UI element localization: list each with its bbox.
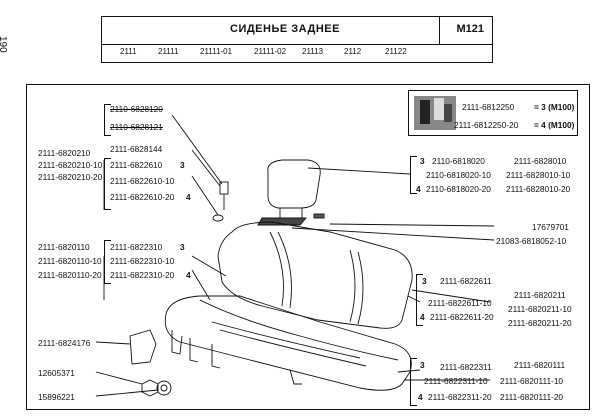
seat-cushion bbox=[164, 295, 412, 391]
label-2111-6820210-20: 2111-6820210-20 bbox=[38, 172, 103, 182]
label-17679701: 17679701 bbox=[532, 222, 569, 232]
label-2111-6820111-10: 2111-6820111-10 bbox=[500, 376, 564, 386]
label-2111-6828144: 2111-6828144 bbox=[110, 144, 163, 154]
sealant-icon bbox=[414, 96, 456, 130]
header-title-row: СИДЕНЬЕ ЗАДНЕЕ М121 bbox=[102, 17, 492, 45]
bracket-g3 bbox=[104, 158, 111, 210]
label-2111-6822610-10: 2111-6822610-10 bbox=[110, 176, 175, 186]
model-1: 21111 bbox=[158, 47, 179, 56]
diagram-frame bbox=[26, 84, 590, 410]
model-4: 21113 bbox=[302, 47, 324, 56]
mark-4-g8: 4 bbox=[420, 312, 425, 322]
section-code: М121 bbox=[456, 23, 484, 35]
label-2111-6820111: 2111-6820111 bbox=[514, 360, 566, 370]
label-2111-6820211-10: 2111-6820211-10 bbox=[508, 304, 572, 314]
label-2111-6822310: 2111-6822310 bbox=[110, 242, 163, 252]
header-table: СИДЕНЬЕ ЗАДНЕЕ М121 2111 21111 21111-01 … bbox=[101, 16, 493, 63]
sealant-code-1: 2111-6812250 bbox=[462, 102, 515, 112]
page-title: СИДЕНЬЕ ЗАДНЕЕ bbox=[230, 23, 340, 35]
mark-3-g6: 3 bbox=[420, 156, 425, 166]
label-2111-6822611-10: 2111-6822611-10 bbox=[428, 298, 492, 308]
label-2111-6822611-20: 2111-6822611-20 bbox=[430, 312, 494, 322]
label-2110-6818020-10: 2110-6818020-10 bbox=[426, 170, 491, 180]
model-6: 21122 bbox=[385, 47, 407, 56]
label-2111-6822311: 2111-6822311 bbox=[440, 362, 492, 372]
mark-4-g10: 4 bbox=[418, 392, 423, 402]
bolt bbox=[219, 181, 229, 195]
mark-4-g6: 4 bbox=[416, 184, 421, 194]
label-2111-6822610-20: 2111-6822610-20 bbox=[110, 192, 175, 202]
washer bbox=[156, 380, 172, 396]
label-2111-6822611: 2111-6822611 bbox=[440, 276, 492, 286]
label-2111-6822311-20: 2111-6822311-20 bbox=[428, 392, 492, 402]
model-3: 21111-02 bbox=[254, 47, 287, 56]
label-2111-6828010-20: 2111-6828010-20 bbox=[506, 184, 571, 194]
label-21083-6818052-10: 21083-6818052-10 bbox=[496, 236, 567, 246]
label-2111-6820210: 2111-6820210 bbox=[38, 148, 91, 158]
label-2111-6824176: 2111-6824176 bbox=[38, 338, 91, 348]
label-2111-6820111-20: 2111-6820111-20 bbox=[500, 392, 564, 402]
label-2110-6828120: 2110-6828120 bbox=[110, 104, 163, 114]
label-2111-6822310-10: 2111-6822310-10 bbox=[110, 256, 175, 266]
mark-4-g3: 4 bbox=[186, 192, 191, 202]
label-2111-6820211-20: 2111-6820211-20 bbox=[508, 318, 572, 328]
label-2111-6828010: 2111-6828010 bbox=[514, 156, 567, 166]
mark-3-g8: 3 bbox=[422, 276, 427, 286]
bracket-g8 bbox=[416, 274, 423, 326]
label-2111-6828010-10: 2111-6828010-10 bbox=[506, 170, 571, 180]
mark-3-g5: 3 bbox=[180, 242, 185, 252]
model-5: 2112 bbox=[344, 47, 362, 56]
bracket-g6 bbox=[410, 156, 417, 194]
sealant-code-2: 2111-6812250-20 bbox=[454, 120, 519, 130]
label-2111-6820110: 2111-6820110 bbox=[38, 242, 90, 252]
label-12605371: 12605371 bbox=[38, 368, 75, 378]
sealant-qty-2: = 4 (M100) bbox=[534, 120, 575, 130]
bushing bbox=[313, 213, 325, 219]
bracket-g5 bbox=[104, 240, 111, 284]
label-2111-6822310-20: 2111-6822310-20 bbox=[110, 270, 175, 280]
model-2: 21111-01 bbox=[200, 47, 233, 56]
label-2111-6822610: 2111-6822610 bbox=[110, 160, 163, 170]
backrest bbox=[217, 221, 413, 329]
label-2111-6822311-10: 2111-6822311-10 bbox=[424, 376, 488, 386]
clip-part bbox=[129, 329, 157, 365]
headrest bbox=[267, 159, 321, 209]
label-15896221: 15896221 bbox=[38, 392, 75, 402]
mark-3-g3: 3 bbox=[180, 160, 185, 170]
label-2110-6818020-20: 2110-6818020-20 bbox=[426, 184, 491, 194]
sealant-box bbox=[408, 90, 578, 136]
bracket-g10 bbox=[410, 358, 417, 406]
bracket-g1 bbox=[104, 104, 111, 136]
label-2111-6820110-10: 2111-6820110-10 bbox=[38, 256, 102, 266]
label-2110-6818020: 2110-6818020 bbox=[432, 156, 485, 166]
mark-4-g5: 4 bbox=[186, 270, 191, 280]
model-0: 2111 bbox=[120, 47, 137, 56]
label-2110-6828121: 2110-6828121 bbox=[110, 122, 163, 132]
header-divider bbox=[439, 17, 440, 44]
sealant-qty-1: = 3 (M100) bbox=[534, 102, 575, 112]
mark-3-g10: 3 bbox=[420, 360, 425, 370]
label-2111-6820110-20: 2111-6820110-20 bbox=[38, 270, 102, 280]
nut bbox=[141, 379, 159, 397]
label-2111-6820211: 2111-6820211 bbox=[514, 290, 566, 300]
label-2111-6820210-10: 2111-6820210-10 bbox=[38, 160, 103, 170]
